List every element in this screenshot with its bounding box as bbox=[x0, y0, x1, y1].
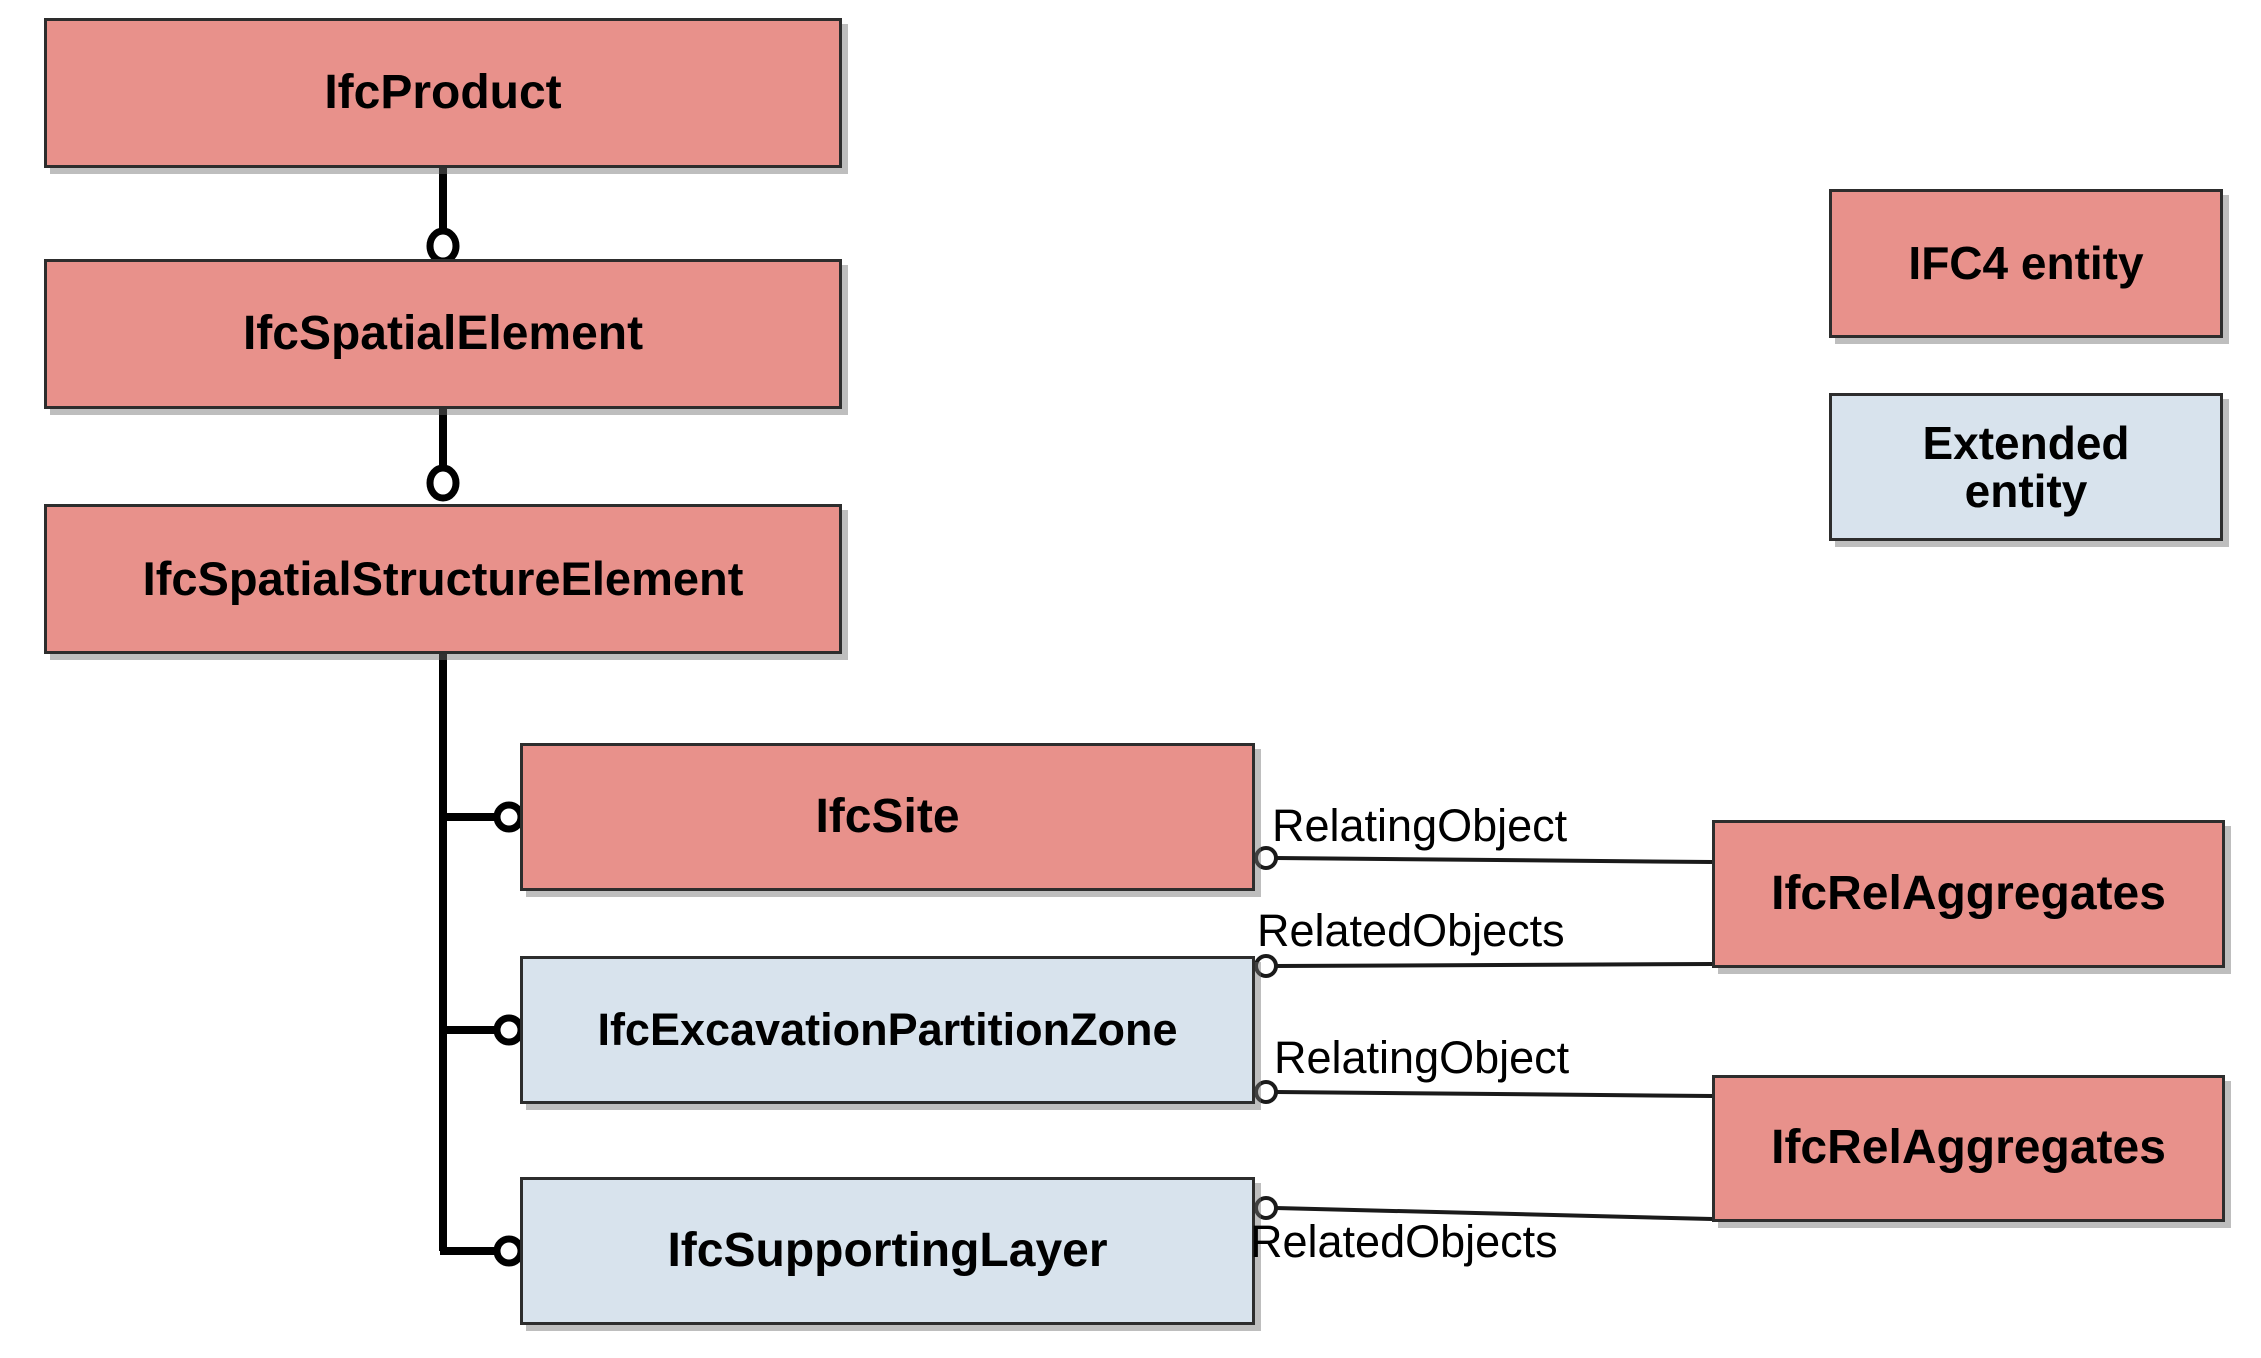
node-ifcexcavationpartitionzone: IfcExcavationPartitionZone bbox=[520, 956, 1255, 1104]
edge-label-relatingobject-excavation: RelatingObject bbox=[1274, 1032, 1570, 1083]
inheritance-circle-icon bbox=[493, 1235, 525, 1267]
inheritance-circle-icon bbox=[493, 1014, 525, 1046]
edge-label-relatedobjects-supporting: RelatedObjects bbox=[1250, 1216, 1558, 1267]
relation-circle-icon bbox=[1254, 954, 1278, 978]
relation-line bbox=[1275, 1206, 1713, 1221]
edge-label-relatedobjects-excavation: RelatedObjects bbox=[1257, 905, 1565, 956]
relation-line bbox=[1275, 962, 1713, 968]
node-ifcrelaggregates-upper: IfcRelAggregates bbox=[1712, 820, 2225, 968]
edge-label-relatingobject-site: RelatingObject bbox=[1272, 800, 1568, 851]
inheritance-circle-icon bbox=[426, 464, 460, 502]
node-ifcspatialelement: IfcSpatialElement bbox=[44, 259, 842, 409]
node-ifcsupportinglayer: IfcSupportingLayer bbox=[520, 1177, 1255, 1325]
relation-line bbox=[1275, 1090, 1713, 1098]
inheritance-circle-icon bbox=[493, 801, 525, 833]
inheritance-circle-icon bbox=[426, 227, 460, 265]
node-ifcproduct: IfcProduct bbox=[44, 18, 842, 168]
legend-extended-entity: Extended entity bbox=[1829, 393, 2223, 541]
relation-circle-icon bbox=[1254, 1196, 1278, 1220]
node-ifcsite: IfcSite bbox=[520, 743, 1255, 891]
node-ifcspatialstructureelement: IfcSpatialStructureElement bbox=[44, 504, 842, 654]
relation-circle-icon bbox=[1254, 1080, 1278, 1104]
relation-line bbox=[1275, 856, 1713, 864]
legend-ifc4-entity: IFC4 entity bbox=[1829, 189, 2223, 338]
node-ifcrelaggregates-lower: IfcRelAggregates bbox=[1712, 1075, 2225, 1222]
